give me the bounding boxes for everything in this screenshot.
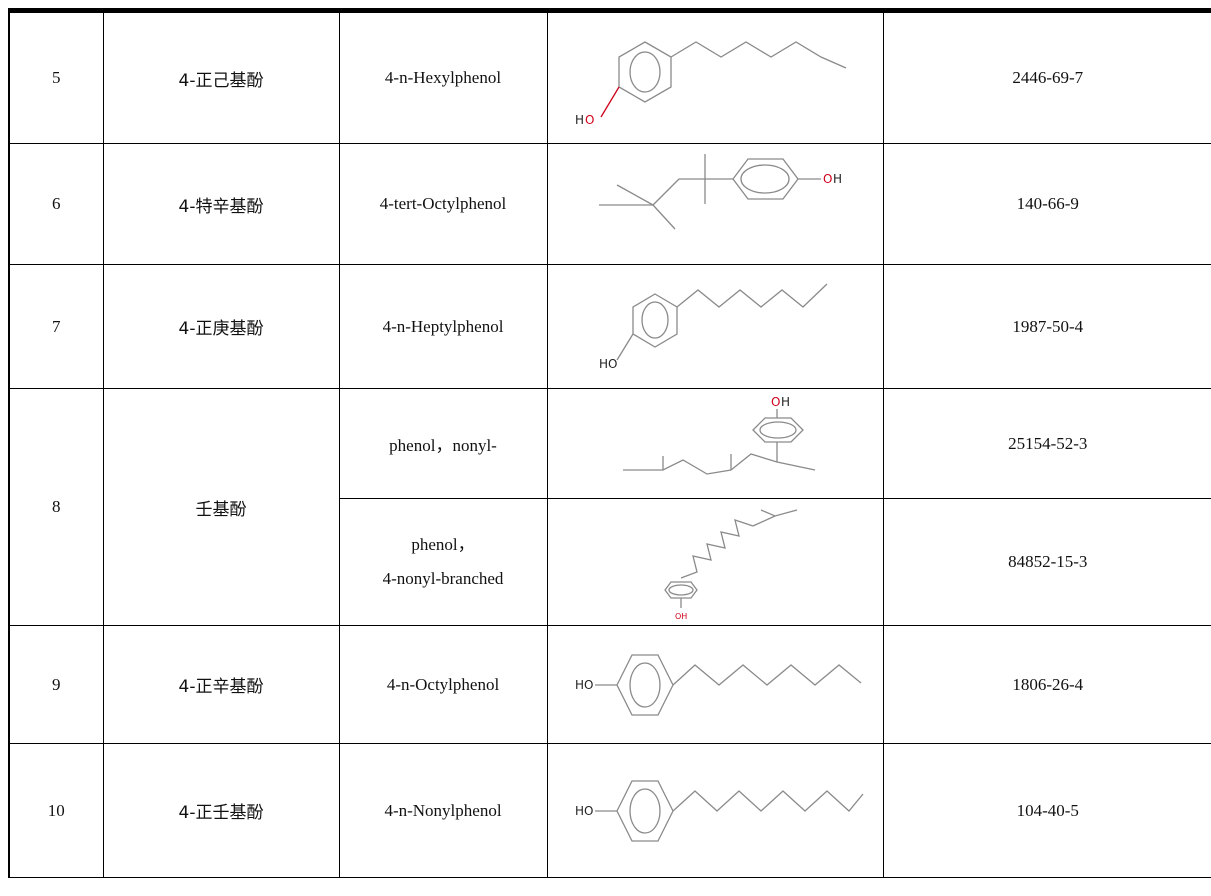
h-atom-label: H [781,395,790,409]
chinese-name: 壬基酚 [102,388,340,626]
ho-atom-label: HO [599,357,617,371]
chinese-name: 4-正辛基酚 [102,625,340,744]
ho-atom-label: HO [575,678,593,692]
english-name: 4-tert-Octylphenol [338,143,548,265]
structure-cell: O H [546,388,884,499]
cas-number: 1987-50-4 [882,264,1211,389]
english-name-line1: phenol， [411,535,475,554]
chinese-name: 4-正庚基酚 [102,264,340,389]
row-index: 10 [8,743,104,878]
table-row: 9 4-正辛基酚 4-n-Octylphenol HO 1806-26-4 [8,625,1211,744]
nonylphenol-structure-icon: O H [623,395,816,475]
row-index: 7 [8,264,104,389]
english-name-line2: 4-nonyl-branched [382,569,504,588]
structure-cell: HO [546,264,884,389]
english-name: phenol， 4-nonyl-branched [338,498,548,626]
o-atom-label: O [771,395,780,409]
chinese-name: 4-特辛基酚 [102,143,340,265]
row-index: 8 [8,388,104,626]
english-name: 4-n-Hexylphenol [338,12,548,144]
cas-number: 25154-52-3 [882,388,1211,499]
table-row: 7 4-正庚基酚 4-n-Heptylphenol HO 1987-50-4 [8,264,1211,389]
structure-cell: O H [546,143,884,265]
structure-cell: HO [546,625,884,744]
chinese-name: 4-正己基酚 [102,12,340,144]
row-index: 6 [8,143,104,265]
4-n-hexylphenol-structure-icon: H O [575,41,847,127]
h-atom-label: H [575,113,584,127]
table-row: 10 4-正壬基酚 4-n-Nonylphenol HO 104-40-5 [8,743,1211,878]
english-name: 4-n-Octylphenol [338,625,548,744]
o-atom-label: O [823,172,832,186]
o-atom-label: O [585,113,594,127]
cas-number: 104-40-5 [882,743,1211,878]
structure-cell: H O [546,12,884,144]
table-row: 5 4-正己基酚 4-n-Hexylphenol H O 2446-69-7 [8,12,1211,144]
structure-cell: HO [546,743,884,878]
english-name: 4-n-Nonylphenol [338,743,548,878]
top-border-rule [8,8,1211,12]
chinese-name: 4-正壬基酚 [102,743,340,878]
oh-atom-label: OH [675,612,687,621]
4-n-nonylphenol-structure-icon: HO [575,779,864,842]
cas-number: 84852-15-3 [882,498,1211,626]
4-n-heptylphenol-structure-icon: HO [599,283,828,371]
table-row: 6 4-特辛基酚 4-tert-Octylphenol O H [8,143,1211,265]
phenol-compound-table: 5 4-正己基酚 4-n-Hexylphenol H O 2446-69-7 6… [8,12,1211,878]
ho-atom-label: HO [575,804,593,818]
4-tert-octylphenol-structure-icon: O H [599,154,842,230]
structure-cell: OH [546,498,884,626]
4-n-octylphenol-structure-icon: HO [575,653,862,716]
english-name: 4-n-Heptylphenol [338,264,548,389]
table-row: phenol， 4-nonyl-branched OH 84852-15-3 [9,498,1211,626]
h-atom-label: H [833,172,842,186]
cas-number: 140-66-9 [882,143,1211,265]
row-index: 9 [8,625,104,744]
row-index: 5 [8,12,104,144]
cas-number: 2446-69-7 [882,12,1211,144]
cas-number: 1806-26-4 [882,625,1211,744]
table-row: 8 壬基酚 phenol，nonyl- O H 25154-52-3 [8,388,1211,626]
english-name: phenol，nonyl- [338,388,548,499]
4-nonylphenol-branched-structure-icon: OH [664,509,798,621]
